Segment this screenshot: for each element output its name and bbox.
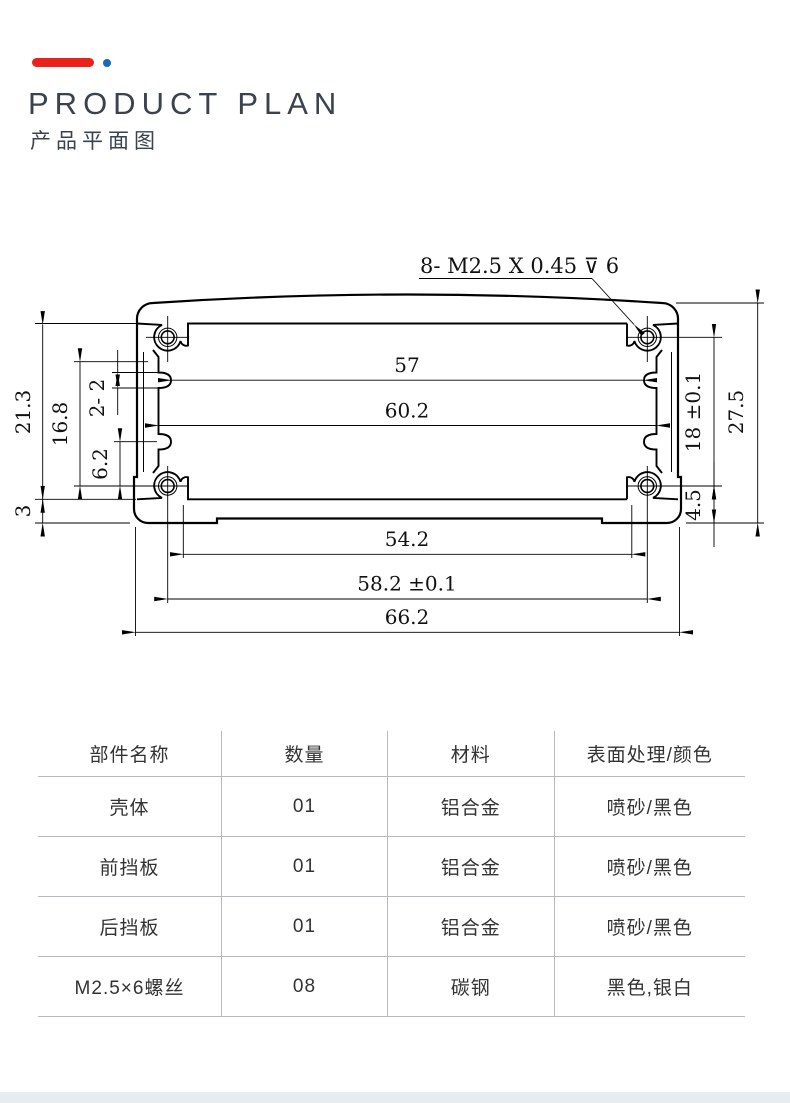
dim-57: 57 bbox=[158, 353, 657, 383]
dim-21-3: 21.3 bbox=[11, 311, 136, 513]
svg-text:66.2: 66.2 bbox=[385, 605, 430, 629]
screw-boss-top-right bbox=[626, 316, 722, 362]
col-header-material: 材料 bbox=[388, 731, 555, 777]
table-cell: M2.5×6螺丝 bbox=[38, 957, 222, 1017]
thread-note-leader bbox=[591, 278, 645, 336]
svg-text:21.3: 21.3 bbox=[11, 390, 35, 435]
cavity-bottom-left bbox=[136, 471, 627, 501]
table-cell: 喷砂/黑色 bbox=[554, 897, 745, 957]
table-cell: 01 bbox=[222, 777, 388, 837]
dim-66-2: 66.2 bbox=[122, 527, 693, 636]
page-title: PRODUCT PLAN bbox=[28, 86, 343, 121]
brand-bar-icon bbox=[32, 58, 94, 67]
dim-27-5: 27.5 bbox=[676, 289, 764, 537]
table-cell: 铝合金 bbox=[388, 837, 555, 897]
svg-text:58.2 ±0.1: 58.2 ±0.1 bbox=[357, 572, 456, 596]
shell-outer-outline bbox=[132, 293, 683, 525]
col-header-finish: 表面处理/颜色 bbox=[554, 731, 745, 777]
screw-boss-bottom-left bbox=[74, 466, 189, 603]
table-cell: 壳体 bbox=[38, 777, 222, 837]
col-header-part-name: 部件名称 bbox=[38, 731, 222, 777]
screw-boss-bottom-right bbox=[626, 466, 722, 603]
table-cell: 铝合金 bbox=[388, 897, 555, 957]
svg-text:18 ±0.1: 18 ±0.1 bbox=[681, 372, 705, 452]
dim-18: 18 ±0.1 bbox=[681, 323, 717, 500]
col-header-quantity: 数量 bbox=[222, 731, 388, 777]
table-cell: 碳钢 bbox=[388, 957, 555, 1017]
table-cell: 喷砂/黑色 bbox=[554, 777, 745, 837]
technical-drawing: 8- M2.5 X 0.45 ⊽ 6 57 60.2 54.2 58.2 ±0.… bbox=[0, 230, 790, 660]
svg-text:16.8: 16.8 bbox=[48, 402, 72, 447]
brand-dot-icon bbox=[103, 59, 111, 67]
svg-text:57: 57 bbox=[394, 353, 419, 377]
table-cell: 喷砂/黑色 bbox=[554, 837, 745, 897]
footer-strip bbox=[0, 1092, 790, 1103]
table-cell: 后挡板 bbox=[38, 897, 222, 957]
svg-text:6.2: 6.2 bbox=[88, 448, 112, 480]
svg-text:2- 2: 2- 2 bbox=[85, 379, 109, 418]
left-wall-inner-face bbox=[152, 349, 172, 474]
dim-3: 3 bbox=[11, 485, 130, 537]
svg-text:54.2: 54.2 bbox=[385, 527, 430, 551]
dim-6-2: 6.2 bbox=[88, 428, 157, 500]
dim-2-2: 2- 2 bbox=[85, 350, 160, 417]
enclosure-cross-section: 8- M2.5 X 0.45 ⊽ 6 57 60.2 54.2 58.2 ±0.… bbox=[11, 254, 764, 636]
dim-16-8: 16.8 bbox=[48, 348, 148, 500]
dim-54-2: 54.2 bbox=[169, 505, 646, 558]
table-cell: 01 bbox=[222, 897, 388, 957]
table-cell: 01 bbox=[222, 837, 388, 897]
table-cell: 08 bbox=[222, 957, 388, 1017]
table-cell: 黑色,银白 bbox=[554, 957, 745, 1017]
page-subtitle: 产品平面图 bbox=[30, 130, 160, 153]
right-wall-inner-face bbox=[643, 349, 663, 474]
dim-58-2: 58.2 ±0.1 bbox=[154, 572, 661, 602]
thread-note: 8- M2.5 X 0.45 ⊽ 6 bbox=[420, 254, 619, 278]
cavity-top-left bbox=[136, 322, 627, 352]
svg-text:60.2: 60.2 bbox=[385, 399, 430, 423]
dim-4-5: 4.5 bbox=[681, 462, 717, 547]
svg-text:27.5: 27.5 bbox=[724, 390, 748, 435]
parts-spec-table: 部件名称 数量 材料 表面处理/颜色 壳体 01 铝合金 喷砂/黑色 前挡板 0… bbox=[38, 731, 745, 1017]
cavity-bottom-right bbox=[626, 471, 679, 501]
dim-60-2: 60.2 bbox=[145, 399, 670, 428]
svg-text:3: 3 bbox=[11, 505, 35, 518]
cavity-top-right bbox=[626, 322, 679, 352]
screw-boss-top-left bbox=[146, 316, 189, 362]
table-cell: 铝合金 bbox=[388, 777, 555, 837]
table-cell: 前挡板 bbox=[38, 837, 222, 897]
svg-text:4.5: 4.5 bbox=[681, 489, 705, 521]
